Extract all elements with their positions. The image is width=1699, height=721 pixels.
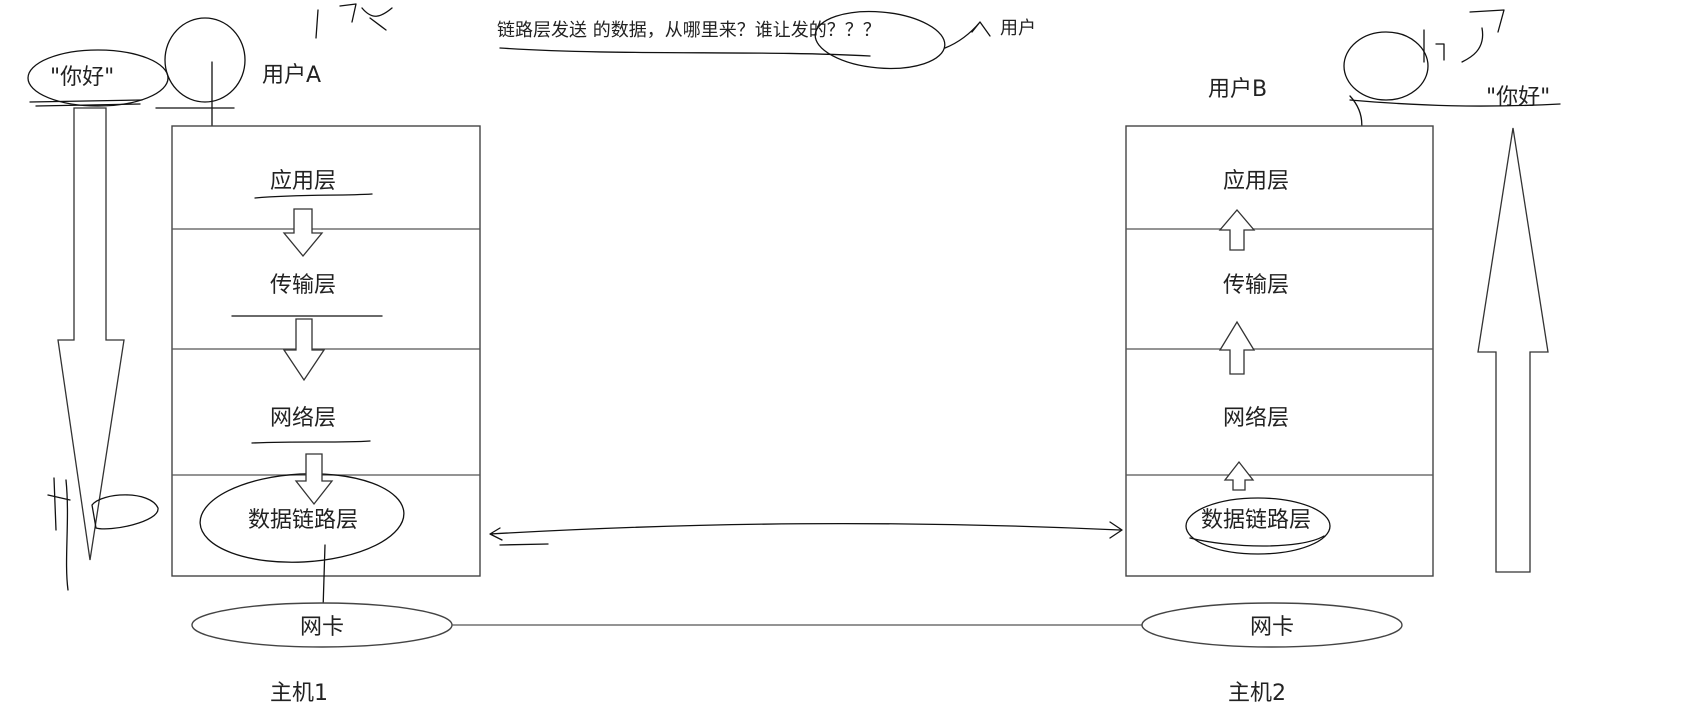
message-a: "你好": [50, 65, 114, 90]
host2-layer-up-arrow: [1218, 320, 1256, 375]
host2-stack-box: [1125, 125, 1434, 577]
host1-layer-underline: [251, 440, 371, 444]
message-a-circle: [27, 49, 169, 107]
host1-stack-box: [171, 125, 481, 577]
host1-layer-down-arrow: [282, 318, 326, 382]
user-b-label: 用户B: [1208, 77, 1267, 102]
host2-layer-underline: [1189, 535, 1325, 547]
answer-pointer-arrow: [944, 21, 991, 49]
user-a-label: 用户A: [262, 63, 321, 88]
message-b-underline: [1349, 99, 1561, 107]
user-a-head-drawing: [164, 17, 246, 103]
question-answer: 用户: [1000, 18, 1036, 39]
host1-layer-label: 传输层: [270, 273, 336, 298]
host2-name: 主机2: [1228, 681, 1286, 706]
data-flow-down-arrow: [57, 107, 125, 561]
host1-layer-down-arrow: [282, 208, 324, 258]
message-a-underline: [29, 99, 143, 107]
host2-layer-label: 网络层: [1223, 406, 1289, 431]
host2-layer-label: 数据链路层: [1201, 508, 1311, 533]
host1-datalink-to-nic-line: [322, 544, 326, 611]
host1-layer-label: 网络层: [270, 406, 336, 431]
host2-nic-label: 网卡: [1250, 615, 1294, 640]
host2-layer-up-arrow: [1218, 208, 1256, 251]
host1-name: 主机1: [270, 681, 328, 706]
data-flow-up-arrow: [1477, 127, 1549, 573]
host1-nic-label: 网卡: [300, 615, 344, 640]
question-text: 链路层发送 的数据，从哪里来？谁让发的？？？: [497, 20, 881, 41]
host2-layer-up-arrow: [1223, 460, 1255, 491]
host2-nic: [1141, 602, 1403, 648]
handwritten-user-scribble: [315, 3, 393, 39]
host2-layer-label: 传输层: [1223, 273, 1289, 298]
host2-datalink-circle: [1185, 497, 1331, 555]
host1-layer-underline: [254, 193, 373, 199]
host2-layer-label: 应用层: [1223, 169, 1289, 194]
host2: 用户B "你好" 应用层 传输层 网络层 数据链路层 网卡 主机2: [1125, 9, 1561, 706]
handwritten-side-scribble: [47, 477, 159, 591]
datalink-to-datalink-arrow: [489, 521, 1123, 546]
question-mark-circle: [814, 10, 946, 70]
host1-layer-label: 应用层: [270, 169, 336, 194]
host1-layer-label: 数据链路层: [248, 508, 358, 533]
host1-datalink-circle: [199, 473, 405, 563]
host1-layer-down-arrow: [294, 453, 334, 506]
host1: 用户A "你好" 应用层 传输层 网络层 数据链路层 网卡 主机1: [27, 3, 481, 706]
question-underline: [499, 47, 871, 57]
user-b-head-drawing: [1343, 31, 1429, 101]
handwritten-user-scribble: [1423, 9, 1505, 63]
